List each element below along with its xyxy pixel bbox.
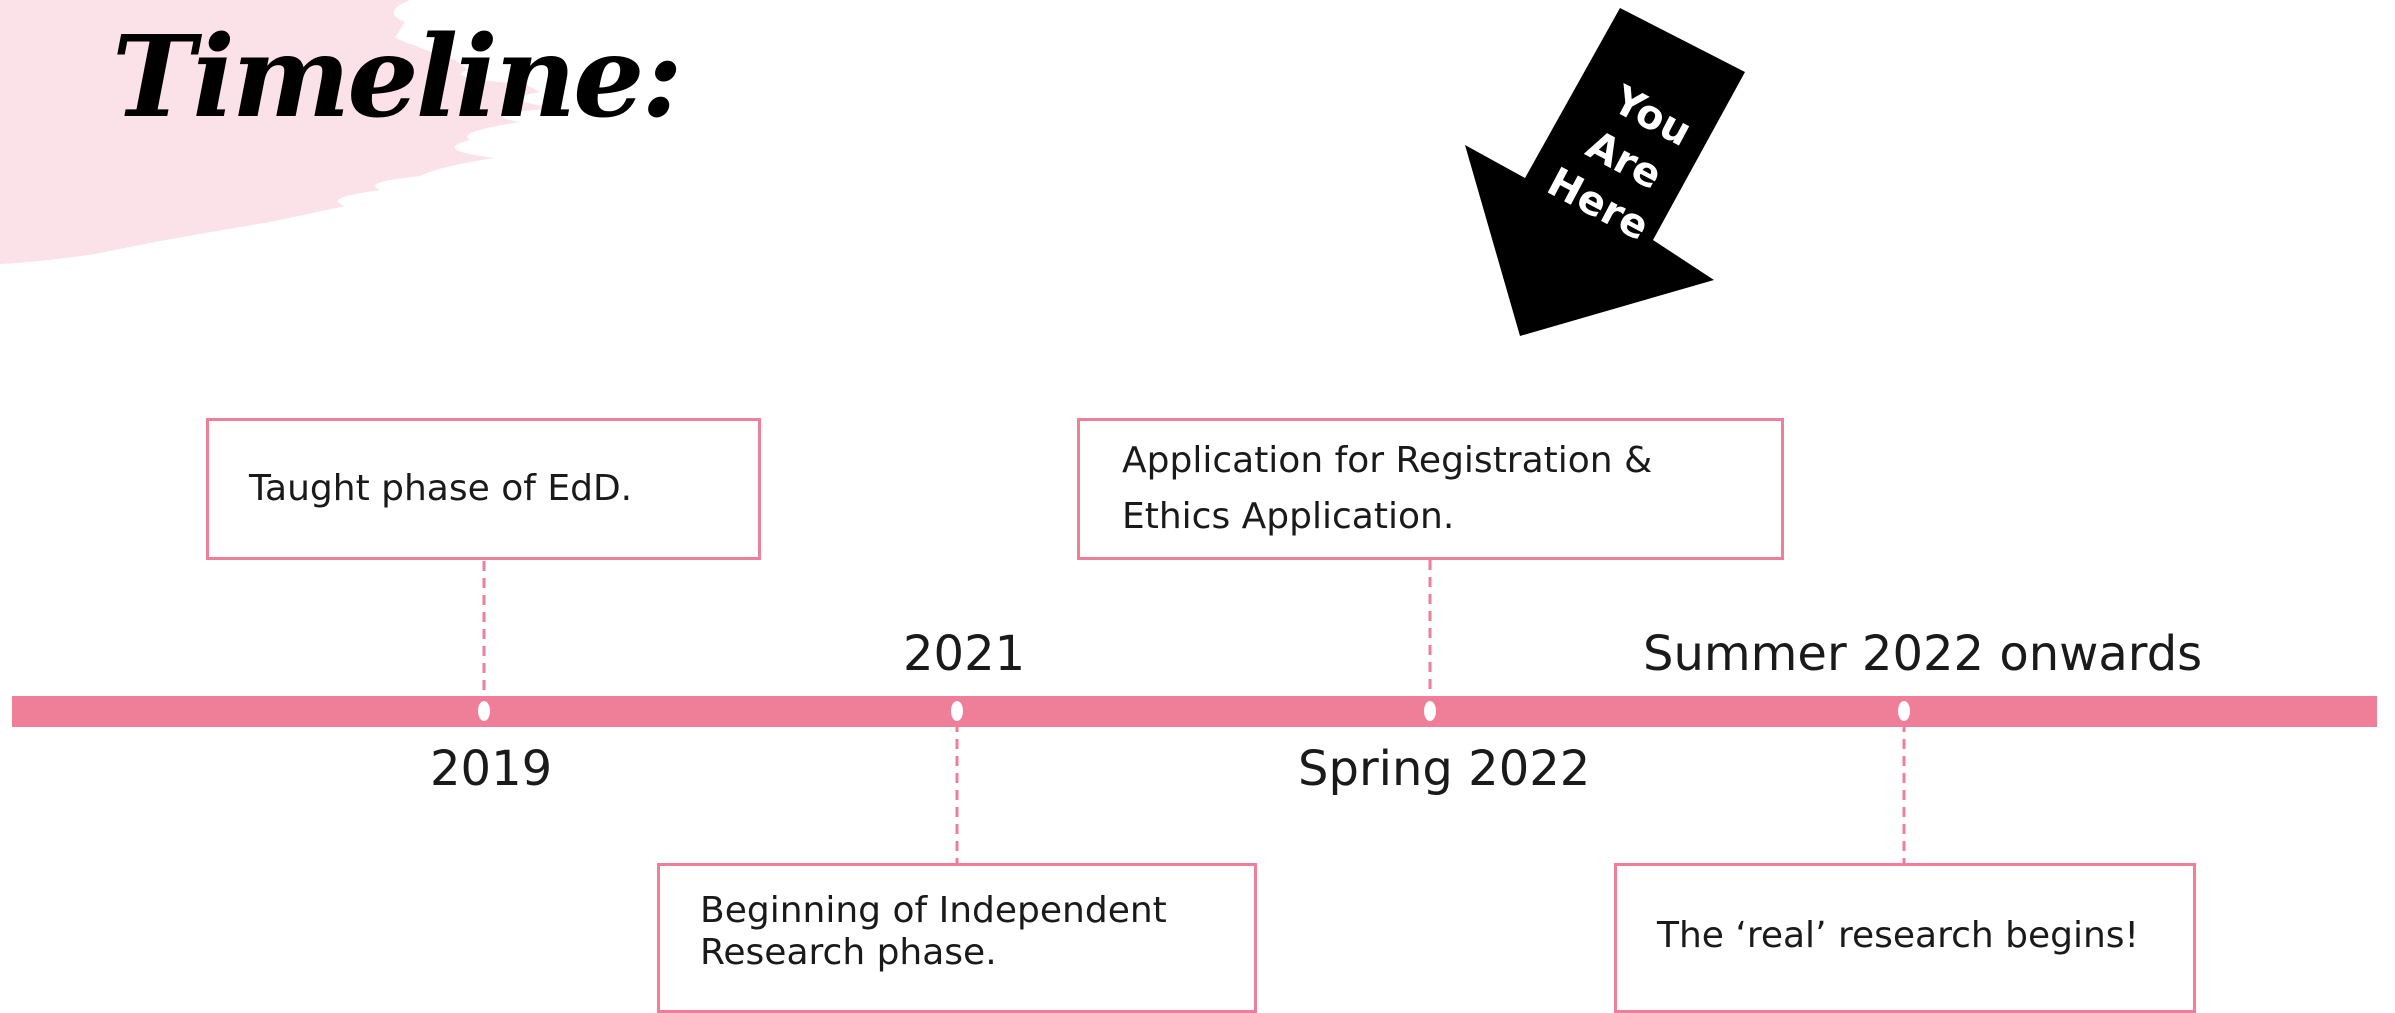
brush-stroke-decoration xyxy=(0,0,560,264)
event-box-2019: Taught phase of EdD. xyxy=(206,418,761,560)
page-title: Timeline: xyxy=(112,12,683,143)
timeline-bar xyxy=(12,696,2377,727)
event-description-2019: Taught phase of EdD. xyxy=(249,468,633,509)
you-are-here-marker: You Are Here xyxy=(1465,8,1745,336)
event-description-2021: Beginning of Independent Research phase. xyxy=(700,890,1167,973)
event-description-summer-2022: The ‘real’ research begins! xyxy=(1657,915,2139,956)
timeline-dot-2019 xyxy=(478,701,490,721)
event-box-summer-2022: The ‘real’ research begins! xyxy=(1614,863,2196,1013)
timeline-dot-spring-2022 xyxy=(1424,701,1436,721)
date-label-2021: 2021 xyxy=(903,626,1026,682)
event-box-2021: Beginning of Independent Research phase. xyxy=(657,863,1257,1013)
event-description-spring-2022: Application for Registration & Ethics Ap… xyxy=(1122,440,1653,537)
event-box-spring-2022: Application for Registration & Ethics Ap… xyxy=(1077,418,1784,560)
date-label-spring-2022: Spring 2022 xyxy=(1298,741,1591,797)
timeline-dot-2021 xyxy=(951,701,963,721)
timeline-dot-summer-2022 xyxy=(1898,701,1910,721)
date-label-2019: 2019 xyxy=(430,741,553,797)
date-label-summer-2022: Summer 2022 onwards xyxy=(1643,626,2203,682)
arrow-down-icon xyxy=(1465,8,1745,336)
